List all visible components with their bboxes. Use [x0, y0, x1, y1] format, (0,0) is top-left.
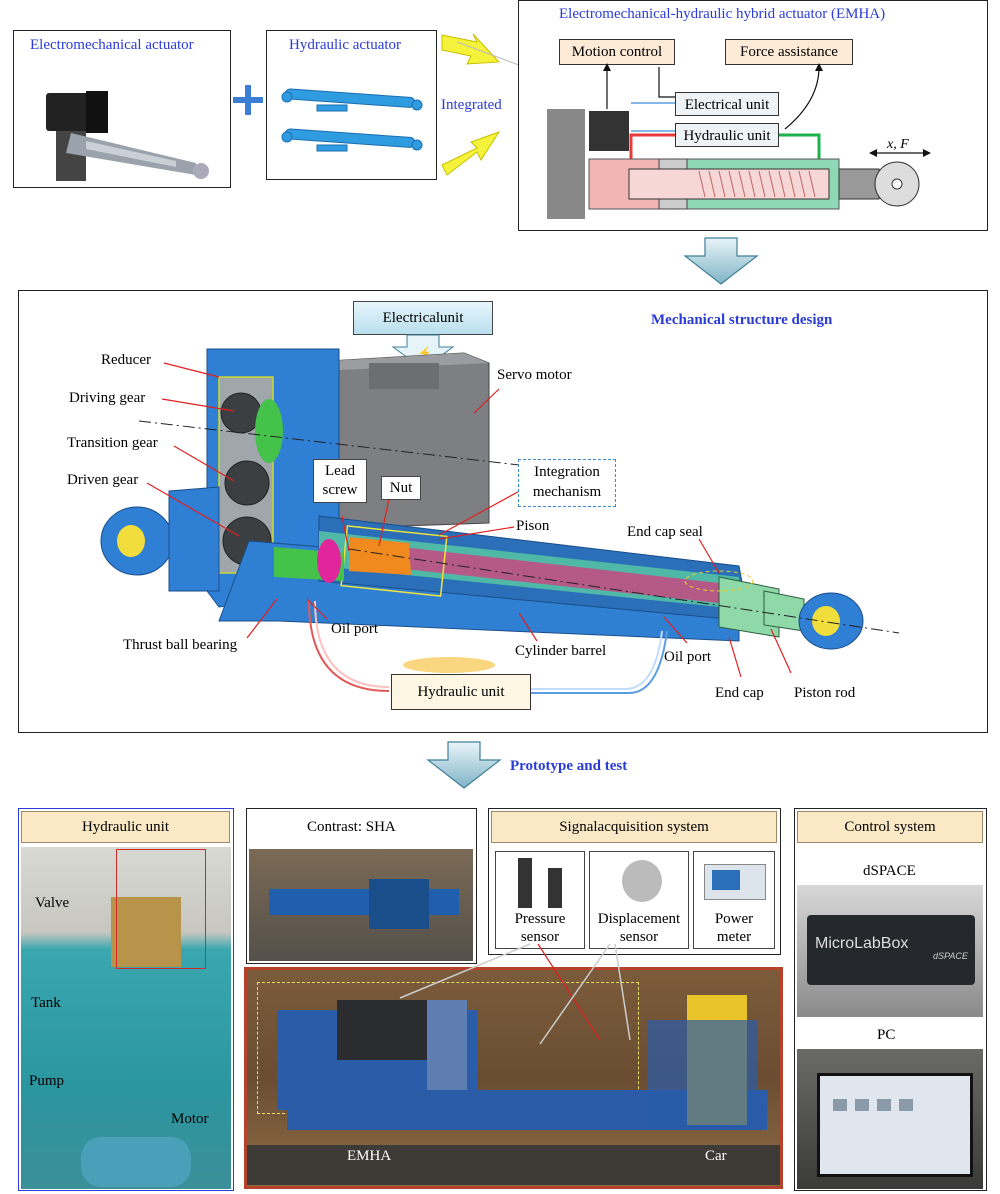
electromechanical-actuator-label: Electromechanical actuator: [30, 37, 194, 53]
motion-control-box: Motion control: [559, 39, 675, 65]
tank-label: Tank: [31, 995, 61, 1011]
control-system-panel: Control system dSPACE MicroLabBox dSPACE…: [794, 808, 987, 1191]
driven-gear-label: Driven gear: [67, 472, 139, 488]
hydraulic-unit-photo: Valve Tank Pump Motor: [21, 847, 231, 1189]
electrical-unit-box: Electrical unit: [675, 92, 779, 116]
down-arrow-1: [683, 237, 759, 285]
down-arrow-2: [426, 741, 502, 789]
signal-acquisition-panel: Signalacquisition system Pressure sensor…: [488, 808, 781, 955]
car-photo-label: Car: [705, 1148, 727, 1164]
hydraulic-actuator-image: [281, 88, 423, 152]
pump-label: Pump: [29, 1073, 65, 1089]
motor-label: Motor: [171, 1111, 209, 1127]
contrast-sha-label: Contrast: SHA: [307, 819, 396, 835]
hydraulic-unit-box: Hydraulic unit: [675, 123, 779, 147]
lead-screw-label: Lead screw: [313, 459, 367, 503]
hydraulic-unit-mech-box: Hydraulic unit: [391, 674, 531, 710]
cylinder-barrel-label: Cylinder barrel: [515, 643, 607, 659]
hydraulic-actuator-panel: Hydraulic actuator: [266, 30, 437, 180]
prototype-test-title: Prototype and test: [510, 758, 628, 774]
pc-photo: [797, 1049, 983, 1189]
emha-title: Electromechanical-hydraulic hybrid actua…: [559, 6, 886, 22]
integrated-arrows: [441, 33, 520, 176]
microlabbox-label: MicroLabBox: [815, 935, 909, 952]
integration-mechanism-label: Integration mechanism: [518, 459, 616, 507]
emha-photo-label: EMHA: [347, 1148, 392, 1164]
signal-acquisition-header: Signalacquisition system: [491, 811, 777, 843]
nut-label: Nut: [381, 476, 421, 500]
hydraulic-unit-panel: Hydraulic unit Valve Tank Pump Motor: [18, 808, 234, 1191]
electricalunit-box: Electricalunit: [353, 301, 493, 335]
driving-gear-label: Driving gear: [69, 390, 146, 406]
power-meter-card: Power meter: [693, 851, 775, 949]
dspace-photo: MicroLabBox dSPACE: [797, 885, 983, 1017]
emha-schematic: x, F: [547, 63, 931, 219]
reducer-label: Reducer: [101, 352, 151, 368]
force-assistance-box: Force assistance: [725, 39, 853, 65]
dspace-label: dSPACE: [863, 863, 916, 879]
hydraulic-unit-header: Hydraulic unit: [21, 811, 230, 843]
electromechanical-actuator-image: [46, 91, 209, 181]
mechanical-structure-illustration: ⚡: [100, 334, 900, 694]
sensor-callout-lines: [399, 943, 631, 1045]
xf-label: x, F: [886, 137, 909, 152]
transition-gear-label: Transition gear: [67, 435, 158, 451]
end-cap-label: End cap: [715, 685, 764, 701]
integrated-label: Integrated: [441, 97, 502, 113]
electromechanical-actuator-panel: Electromechanical actuator: [13, 30, 231, 188]
emha-panel: Electromechanical-hydraulic hybrid actua…: [518, 0, 988, 231]
mechanical-structure-panel: Mechanical structure design Electricalun…: [18, 290, 988, 733]
valve-label: Valve: [35, 895, 70, 911]
mechanical-structure-title: Mechanical structure design: [651, 312, 833, 328]
plus-icon: [231, 83, 265, 117]
oil-port-right-label: Oil port: [664, 649, 712, 665]
end-cap-seal-label: End cap seal: [627, 524, 703, 540]
servo-motor-label: Servo motor: [497, 367, 572, 383]
pc-label: PC: [877, 1027, 896, 1043]
displacement-sensor-card: Displacement sensor: [589, 851, 689, 949]
piston-rod-label: Piston rod: [794, 685, 856, 701]
pressure-sensor-card: Pressure sensor: [495, 851, 585, 949]
contrast-sha-panel: Contrast: SHA: [246, 808, 477, 964]
pison-label: Pison: [516, 518, 550, 534]
thrust-ball-bearing-label: Thrust ball bearing: [123, 637, 238, 653]
dspace-logo-label: dSPACE: [933, 951, 968, 961]
hydraulic-actuator-label: Hydraulic actuator: [289, 37, 402, 53]
oil-port-left-label: Oil port: [331, 621, 379, 637]
contrast-sha-photo: [249, 849, 473, 961]
control-system-header: Control system: [797, 811, 983, 843]
emha-test-bench-photo: EMHA Car: [244, 967, 783, 1189]
